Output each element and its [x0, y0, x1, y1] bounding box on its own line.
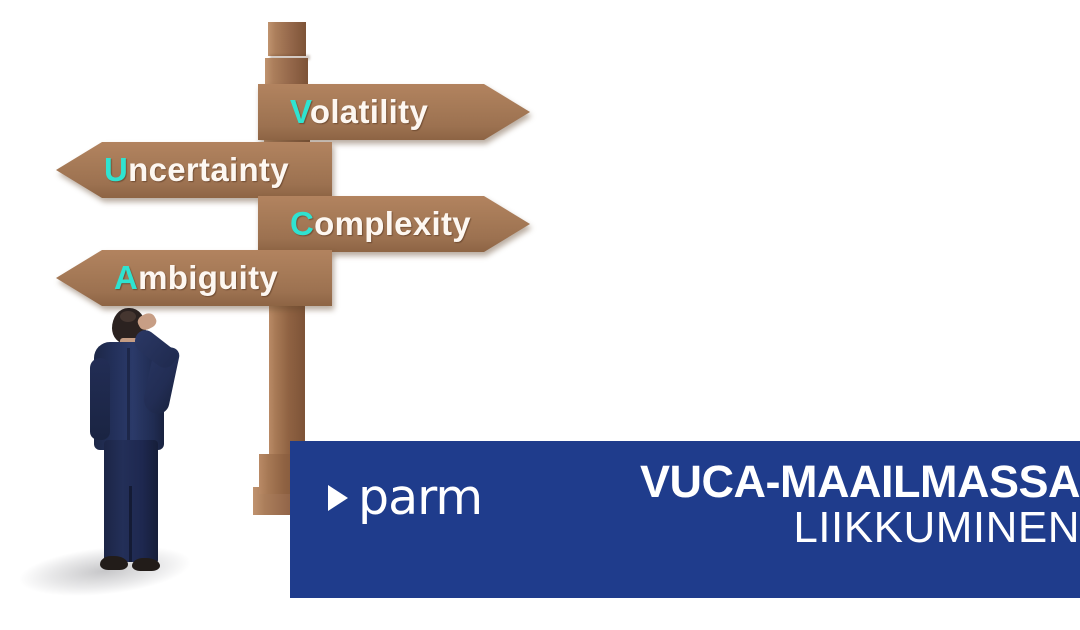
banner-headline-line1: VUCA-MAAILMASSA [640, 456, 1080, 507]
brand-banner: parm VUCA-MAAILMASSA LIIKKUMINEN [290, 441, 1080, 598]
figure-left-arm [90, 358, 110, 440]
sign-complexity-rest: omplexity [314, 205, 471, 242]
sign-ambiguity-body [56, 250, 332, 306]
figure-shoe-left [100, 556, 128, 570]
sign-uncertainty[interactable]: Uncertainty [56, 142, 332, 198]
sign-ambiguity-label: Ambiguity [114, 259, 278, 297]
sign-uncertainty-capital: U [104, 151, 129, 188]
sign-complexity-capital: C [290, 205, 315, 242]
sign-volatility-rest: olatility [309, 93, 429, 130]
sign-volatility[interactable]: Volatility [258, 84, 530, 140]
parm-logo[interactable]: parm [328, 469, 483, 526]
sign-volatility-body [258, 84, 530, 140]
play-triangle-icon [328, 484, 348, 511]
sign-complexity-label: Complexity [290, 205, 471, 243]
parm-wordmark: parm [358, 469, 483, 526]
figure-hair-highlight [120, 311, 136, 322]
post-finial-shadow [270, 55, 310, 60]
businessman-figure [18, 300, 202, 603]
sign-uncertainty-rest: ncertainty [128, 151, 289, 188]
figure-trouser-gap [129, 486, 132, 562]
sign-uncertainty-body [56, 142, 332, 198]
sign-volatility-capital: V [290, 93, 310, 130]
sign-complexity[interactable]: Complexity [258, 196, 530, 252]
sign-complexity-body [258, 196, 530, 252]
figure-jacket-seam [127, 348, 130, 444]
banner-headline: VUCA-MAAILMASSA LIIKKUMINEN [640, 459, 1080, 550]
sign-volatility-label: Volatility [290, 93, 428, 131]
figure-shoe-right [132, 558, 160, 571]
sign-ambiguity[interactable]: Ambiguity [56, 250, 332, 306]
sign-ambiguity-capital: A [114, 259, 139, 296]
sign-uncertainty-label: Uncertainty [104, 151, 289, 189]
sign-ambiguity-rest: mbiguity [138, 259, 279, 296]
banner-headline-line2: LIIKKUMINEN [793, 503, 1080, 552]
post-finial-top [268, 22, 306, 56]
